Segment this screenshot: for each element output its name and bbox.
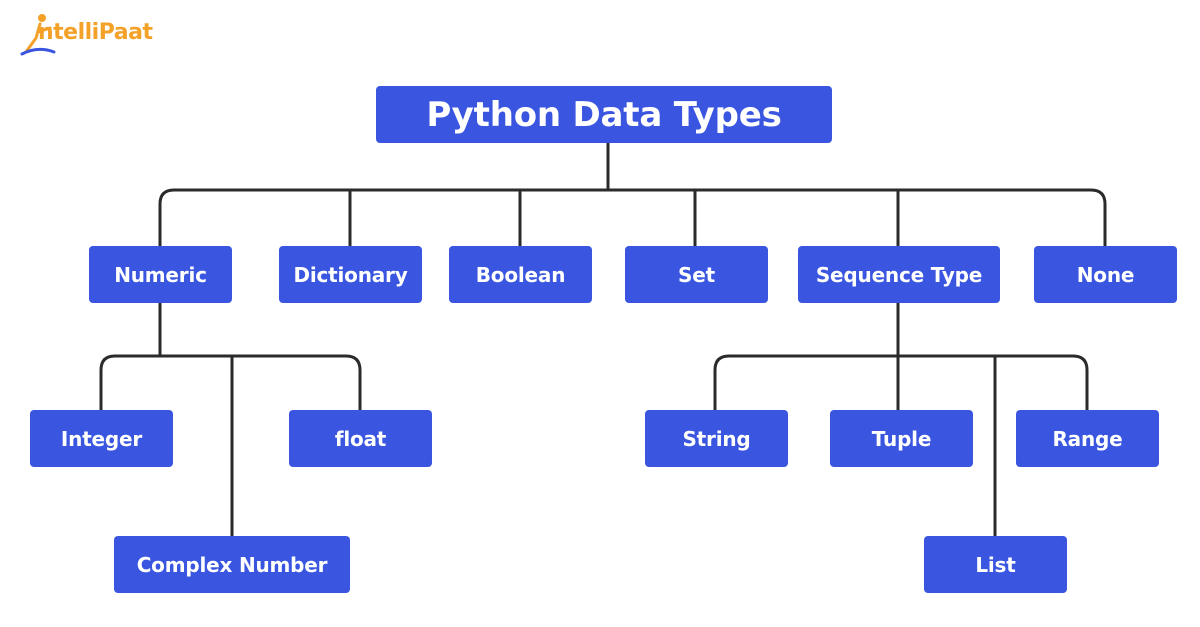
node-set: Set (625, 246, 768, 303)
node-float: float (289, 410, 432, 467)
node-boolean: Boolean (449, 246, 592, 303)
connector-sequence-bus (713, 354, 1089, 410)
node-list: List (924, 536, 1067, 593)
node-integer: Integer (30, 410, 173, 467)
node-numeric: Numeric (89, 246, 232, 303)
node-sequence-type: Sequence Type (798, 246, 1000, 303)
intellipaat-logo (18, 8, 188, 60)
node-tuple: Tuple (830, 410, 973, 467)
connector-top-bus (158, 188, 1107, 246)
node-string: String (645, 410, 788, 467)
root-node: Python Data Types (376, 86, 832, 143)
logo-figure-icon (20, 14, 56, 56)
node-complex-number: Complex Number (114, 536, 350, 593)
node-range: Range (1016, 410, 1159, 467)
node-none: None (1034, 246, 1177, 303)
logo-text: ntelliPaat (38, 20, 153, 45)
node-dictionary: Dictionary (279, 246, 422, 303)
